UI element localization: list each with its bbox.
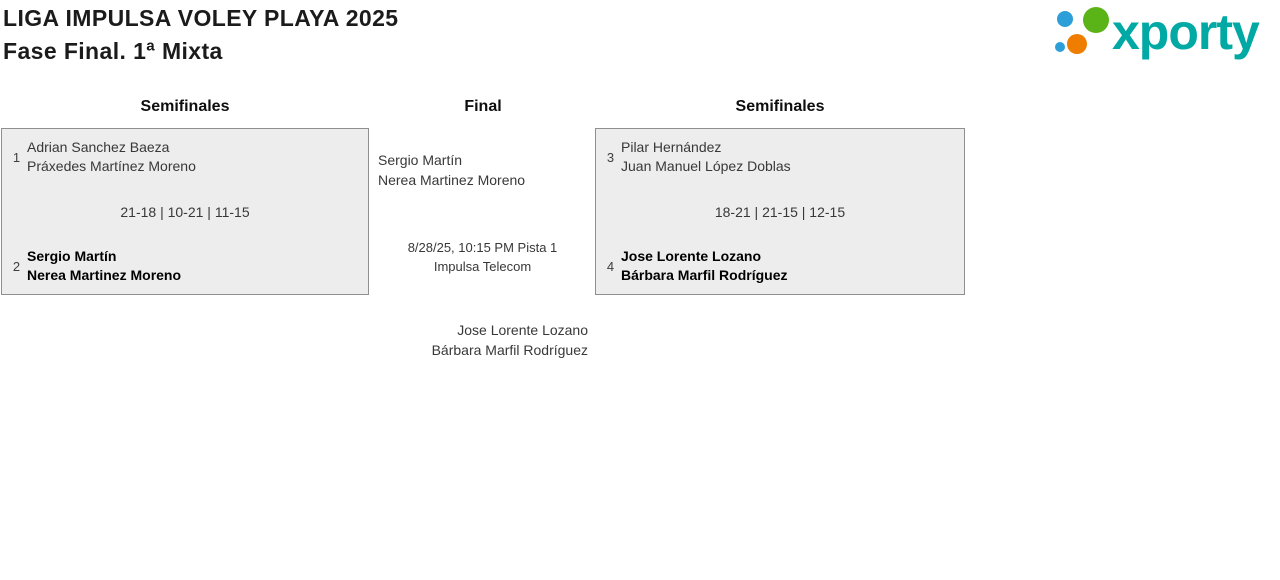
match-score: 18-21 | 21-15 | 12-15 [714,203,846,220]
team-row-seed-3: 3 Pilar Hernández Juan Manuel López Dobl… [602,138,958,176]
final-venue: Impulsa Telecom [433,259,532,274]
player-name: Nerea Martinez Moreno [378,171,526,188]
seed-number: 2 [12,258,21,274]
semifinal-match-right[interactable]: 3 Pilar Hernández Juan Manuel López Dobl… [595,128,965,295]
round-header-final: Final [464,98,502,115]
page-title: LIGA IMPULSA VOLEY PLAYA 2025 [3,5,399,31]
seed-number: 4 [606,258,615,274]
seed-number: 1 [12,149,21,165]
player-name: Bárbara Marfil Rodríguez [621,267,788,283]
player-name: Pilar Hernández [621,139,722,155]
xporty-logo-dots-icon [1055,7,1109,54]
player-name: Jose Lorente Lozano [457,322,588,338]
player-name: Sergio Martín [378,152,463,168]
final-team-bottom: Jose Lorente Lozano Bárbara Marfil Rodrí… [377,321,588,360]
final-match-info: 8/28/25, 10:15 PM Pista 1 Impulsa Teleco… [377,238,588,276]
player-name: Práxedes Martínez Moreno [27,158,196,174]
match-score: 21-18 | 10-21 | 11-15 [120,203,250,220]
round-header-semifinales-left: Semifinales [140,98,230,115]
xporty-logo-text: xporty [1112,4,1260,60]
semifinal-match-left[interactable]: 1 Adrian Sanchez Baeza Práxedes Martínez… [1,128,369,295]
final-schedule: 8/28/25, 10:15 PM Pista 1 [407,240,558,255]
page-subtitle: Fase Final. 1ª Mixta [3,38,223,64]
round-header-semifinales-right: Semifinales [735,98,825,115]
player-name: Bárbara Marfil Rodríguez [431,341,588,358]
team-row-seed-4-winner: 4 Jose Lorente Lozano Bárbara Marfil Rod… [602,247,958,285]
final-team-top: Sergio Martín Nerea Martinez Moreno [378,151,525,190]
xporty-logo[interactable]: xporty [1048,3,1260,65]
player-name: Jose Lorente Lozano [621,248,762,264]
player-name: Adrian Sanchez Baeza [27,139,170,155]
player-name: Sergio Martín [27,248,117,264]
player-name: Nerea Martinez Moreno [27,267,182,283]
player-name: Juan Manuel López Doblas [621,158,791,174]
seed-number: 3 [606,149,615,165]
team-row-seed-2-winner: 2 Sergio Martín Nerea Martinez Moreno [8,247,362,285]
team-row-seed-1: 1 Adrian Sanchez Baeza Práxedes Martínez… [8,138,362,176]
